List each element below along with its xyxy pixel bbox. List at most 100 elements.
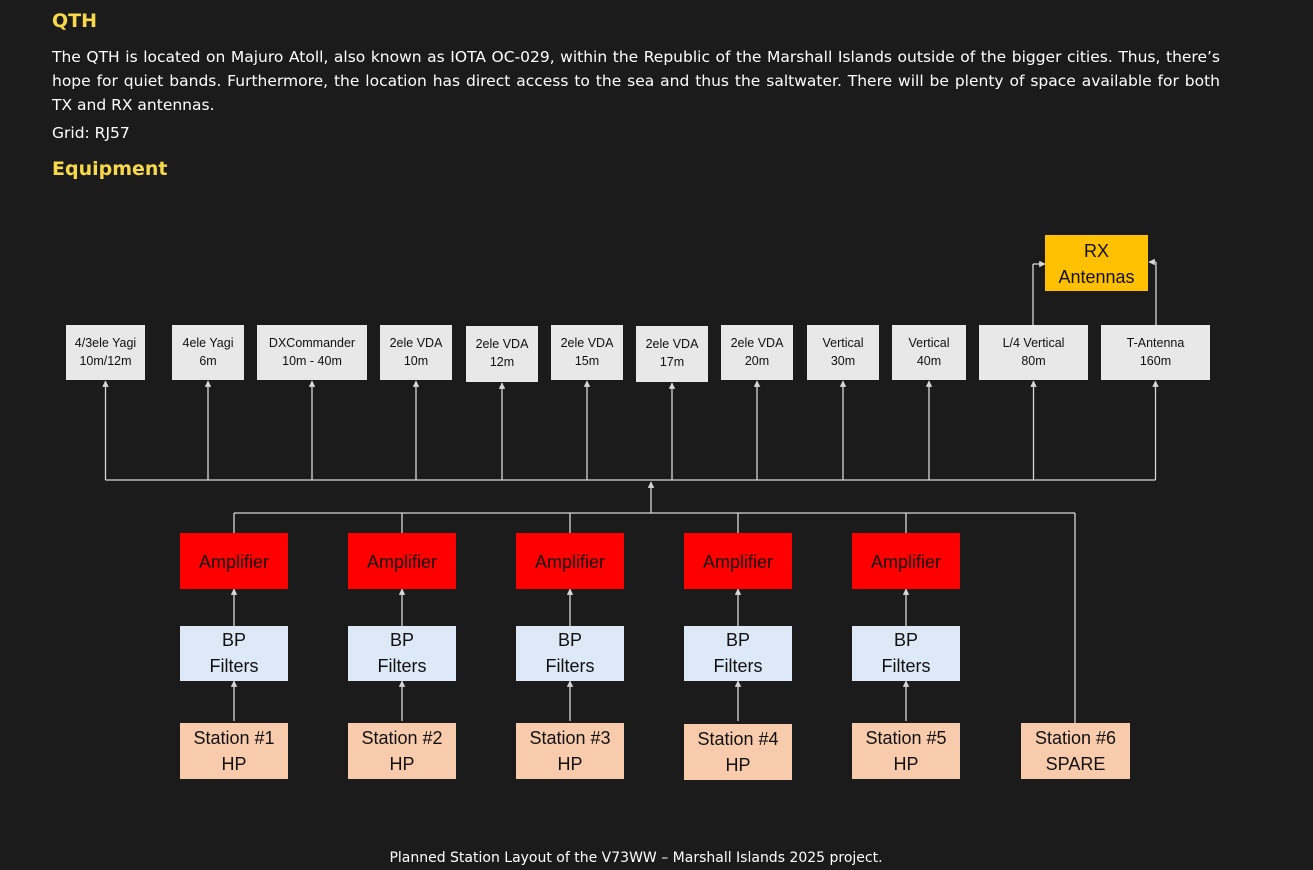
antenna-11-box [979,325,1088,380]
bp-filter-5: BP Filters [852,626,960,681]
bp-filter-3: BP Filters [516,626,624,681]
station-4: Station #4 HP [684,724,792,780]
station-1-box [180,723,288,779]
antenna-2-label-1: 4ele Yagi [183,336,234,350]
antenna-10-box [892,325,966,380]
station-2-label-1: Station #2 [361,728,442,748]
amplifier-5: Amplifier [852,533,960,589]
station-5-box [852,723,960,779]
qth-description: The QTH is located on Majuro Atoll, also… [52,48,1220,114]
station-1: Station #1HP [180,723,288,779]
amplifier-4: Amplifier [684,533,792,589]
amplifier-1: Amplifier [180,533,288,589]
antenna-11-label-2: 80m [1021,354,1045,368]
bp-filter-2-label-1: BP [390,630,414,650]
antenna-3-label-2: 10m - 40m [282,354,342,368]
antenna-6-box [551,325,623,380]
station-1-label-1: Station #1 [193,728,274,748]
antenna-4-label-2: 10m [404,354,428,368]
antenna-10-label-2: 40m [917,354,941,368]
antenna-3-box [257,325,367,380]
station-5: Station #5 HP [852,723,960,779]
amplifier-1-box [180,533,288,589]
station-4-box [684,724,792,780]
bp-filter-5-label-2: Filters [882,656,931,676]
amplifier-1-label-1: Amplifier [199,552,269,572]
amplifier-3-box [516,533,624,589]
antenna-12-box [1101,325,1210,380]
antenna-2-label-2: 6m [199,354,216,368]
station-5-label-1: Station #5 [865,728,946,748]
station-3-box [516,723,624,779]
rx-antennas: RX Antennas [1045,235,1148,291]
amplifier-3-label-1: Amplifier [535,552,605,572]
amplifier-2-box [348,533,456,589]
antenna-10-label-1: Vertical [909,336,950,350]
bp-filter-4-box [684,626,792,681]
bp-filter-3-box [516,626,624,681]
amplifier-3: Amplifier [516,533,624,589]
antenna-9-box [807,325,879,380]
station-4-label-2: HP [725,755,750,775]
antenna-1-label-2: 10m/12m [79,354,131,368]
bp-filter-4: BP Filters [684,626,792,681]
qth-heading: QTH [52,10,98,32]
antenna-5-label-1: 2ele VDA [476,337,529,351]
bp-filter-5-label-1: BP [894,630,918,650]
antenna-1: 4/3ele Yagi 10m/12m [66,325,145,380]
antenna-8-label-1: 2ele VDA [731,336,784,350]
antenna-9-label-2: 30m [831,354,855,368]
bp-filter-3-label-2: Filters [546,656,595,676]
antenna-4-box [380,325,452,380]
bp-filter-3-label-1: BP [558,630,582,650]
rx-antennas-label-1: RX [1084,241,1109,261]
antenna-2-box [172,325,244,380]
station-2: Station #2 HP [348,723,456,779]
diagram-caption: Planned Station Layout of the V73WW – Ma… [389,850,883,866]
rx-antennas-label-2: Antennas [1058,267,1134,287]
diagram-boxes: 4/3ele Yagi 10m/12m 4ele Yagi 6m DXCommander… [66,235,1210,780]
connection-lines [102,258,1159,723]
amplifier-5-box [852,533,960,589]
station-4-label-1: Station #4 [697,729,778,749]
antenna-6-label-2: 15m [575,354,599,368]
antenna-3-label-1: DXCommander [269,336,355,350]
antenna-3: DXCommander 10m - 40m [257,325,367,380]
station-2-label-2: HP [389,754,414,774]
bp-filter-2-box [348,626,456,681]
bp-filter-1: BP Filters [180,626,288,681]
antenna-12-label-1: T-Antenna [1127,336,1185,350]
antenna-7-label-1: 2ele VDA [646,337,699,351]
bp-filter-4-label-2: Filters [714,656,763,676]
antenna-8-box [721,325,793,380]
bp-filter-1-label-1: BP [222,630,246,650]
bp-filter-4-label-1: BP [726,630,750,650]
antenna-2: 4ele Yagi 6m [172,325,244,380]
antenna-11-label-1: L/4 Vertical [1003,336,1065,350]
station-3: Station #3HP [516,723,624,779]
antenna-5-box [466,326,538,382]
antenna-7-box [636,326,708,382]
rx-antennas-box [1045,235,1148,291]
station-5-label-2: HP [893,754,918,774]
amplifier-4-label-1: Amplifier [703,552,773,572]
bp-filter-1-label-2: Filters [210,656,259,676]
bp-filter-5-box [852,626,960,681]
antenna-4-label-1: 2ele VDA [390,336,443,350]
antenna-4: 2ele VDA 10m [380,325,452,380]
station-6-spare-label-2: SPARE [1046,754,1106,774]
antenna-1-label-1: 4/3ele Yagi [75,336,136,350]
amplifier-2: Amplifier [348,533,456,589]
station-3-label-2: HP [557,754,582,774]
antenna-11: L/4 Vertical 80m [979,325,1088,380]
amplifier-2-label-1: Amplifier [367,552,437,572]
